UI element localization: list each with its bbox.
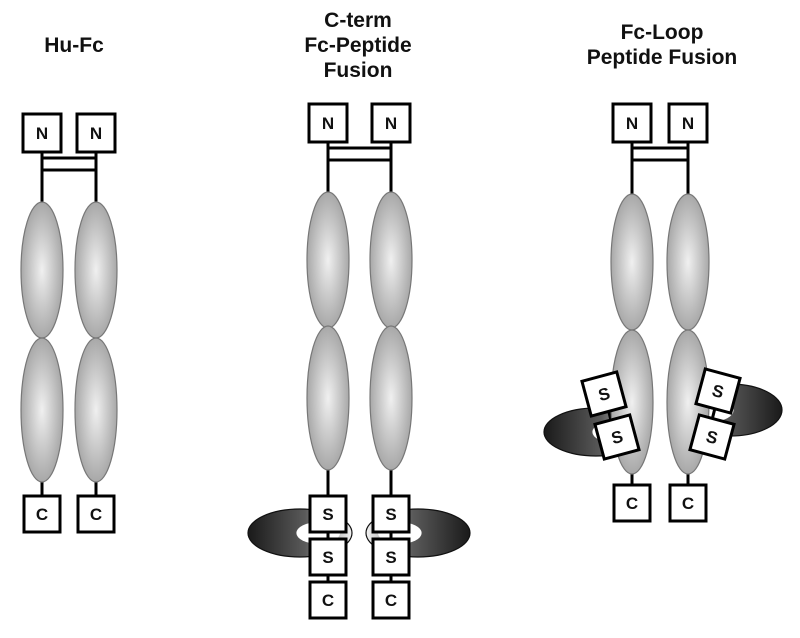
fcloop-c-box-right-frame (668, 483, 708, 523)
cterm-n-box-right: N (370, 102, 412, 144)
cterm-c-box-left-frame (308, 580, 348, 620)
title-line: Fc-Peptide (304, 34, 412, 57)
fcloop-s-box-top-right-frame (694, 367, 742, 415)
panel-title-fc-loop: Fc-Loop Peptide Fusion (562, 20, 762, 70)
hu-fc-c-box-right-label: C (90, 505, 102, 524)
hu-fc-c-box-right: C (76, 494, 116, 534)
hu-fc-n-box-right-frame (75, 112, 117, 154)
title-line: Hu-Fc (44, 34, 104, 57)
cterm-n-box-left-frame (307, 102, 349, 144)
fcloop-s-box-bottom-right: S (688, 413, 736, 461)
panel-title-c-term: C-term Fc-Peptide Fusion (270, 8, 446, 83)
hu-fc-n-box-right: N (75, 112, 117, 154)
hu-fc-c-box-left: C (22, 494, 62, 534)
cterm-ch3-domain-left (306, 325, 350, 471)
cterm-s-box-top-right-label: S (385, 505, 396, 524)
fc-domains-layer (20, 191, 710, 483)
fcloop-ch2-domain-left (610, 193, 654, 331)
hu-fc-n-box-left-frame (21, 112, 63, 154)
fcloop-n-box-left: N (611, 102, 653, 144)
connector-lines-layer (40, 140, 717, 584)
fcloop-s-box-bottom-left: S (593, 413, 641, 461)
fcloop-s-box-bottom-left-frame (593, 413, 641, 461)
cterm-ch2-domain-left (306, 191, 350, 329)
cterm-ch3-domain-right (369, 325, 413, 471)
fcloop-s-box-top-right-label: S (710, 381, 726, 402)
cterm-s-box-top-right-frame (371, 494, 411, 534)
cterm-c-box-left-label: C (322, 591, 334, 610)
fcloop-s-box-bottom-right-frame (688, 413, 736, 461)
cterm-c-box-right-frame (371, 580, 411, 620)
panel-title-hu-fc: Hu-Fc (0, 33, 148, 58)
fcloop-s-box-bottom-right-label: S (704, 427, 720, 448)
cterm-c-box-right-label: C (385, 591, 397, 610)
cterm-n-box-left-label: N (322, 114, 334, 133)
hu-fc-n-box-left: N (21, 112, 63, 154)
fcloop-n-box-right: N (667, 102, 709, 144)
hu-fc-ch2-domain-right (74, 201, 118, 339)
fcloop-c-box-left: C (612, 483, 652, 523)
hu-fc-c-box-left-label: C (36, 505, 48, 524)
fcloop-c-box-left-label: C (626, 494, 638, 513)
hu-fc-c-box-left-frame (22, 494, 62, 534)
fcloop-n-box-right-label: N (682, 114, 694, 133)
hu-fc-ch3-domain-left (20, 337, 64, 483)
fcloop-c-box-left-frame (612, 483, 652, 523)
cterm-n-box-left: N (307, 102, 349, 144)
fcloop-c-box-right: C (668, 483, 708, 523)
fcloop-s-box-top-left-frame (580, 370, 628, 418)
fcloop-s-box-top-right: S (694, 367, 742, 415)
hu-fc-n-box-left-label: N (36, 124, 48, 143)
fcloop-s-box-top-left-label: S (596, 384, 612, 405)
hu-fc-ch2-domain-left (20, 201, 64, 339)
title-line: C-term (324, 9, 392, 32)
title-line: Peptide Fusion (586, 46, 738, 69)
fcloop-ch2-domain-right (666, 193, 710, 331)
title-line: Fc-Loop (620, 21, 704, 44)
cterm-s-box-bottom-right-frame (371, 537, 411, 577)
cterm-s-box-bottom-left-label: S (322, 548, 333, 567)
cterm-ch2-domain-right (369, 191, 413, 329)
fcloop-n-box-right-frame (667, 102, 709, 144)
cterm-s-box-bottom-left-frame (308, 537, 348, 577)
cterm-s-box-bottom-left: S (308, 537, 348, 577)
cterm-s-box-bottom-right: S (371, 537, 411, 577)
cterm-n-box-right-label: N (385, 114, 397, 133)
cterm-s-box-top-left-label: S (322, 505, 333, 524)
fcloop-n-box-left-label: N (626, 114, 638, 133)
terminus-boxes-layer: N N C C N N S S C S S C N N C C S S S S (21, 102, 742, 620)
fcloop-n-box-left-frame (611, 102, 653, 144)
cterm-s-box-top-left: S (308, 494, 348, 534)
cterm-s-box-top-left-frame (308, 494, 348, 534)
cterm-c-box-left: C (308, 580, 348, 620)
cterm-s-box-bottom-right-label: S (385, 548, 396, 567)
fcloop-s-box-top-left: S (580, 370, 628, 418)
cterm-n-box-right-frame (370, 102, 412, 144)
fcloop-s-box-bottom-left-label: S (609, 427, 625, 448)
cterm-c-box-right: C (371, 580, 411, 620)
cterm-s-box-top-right: S (371, 494, 411, 534)
hu-fc-c-box-right-frame (76, 494, 116, 534)
fcloop-c-box-right-label: C (682, 494, 694, 513)
hu-fc-n-box-right-label: N (90, 124, 102, 143)
hu-fc-ch3-domain-right (74, 337, 118, 483)
title-line: Fusion (323, 59, 393, 82)
